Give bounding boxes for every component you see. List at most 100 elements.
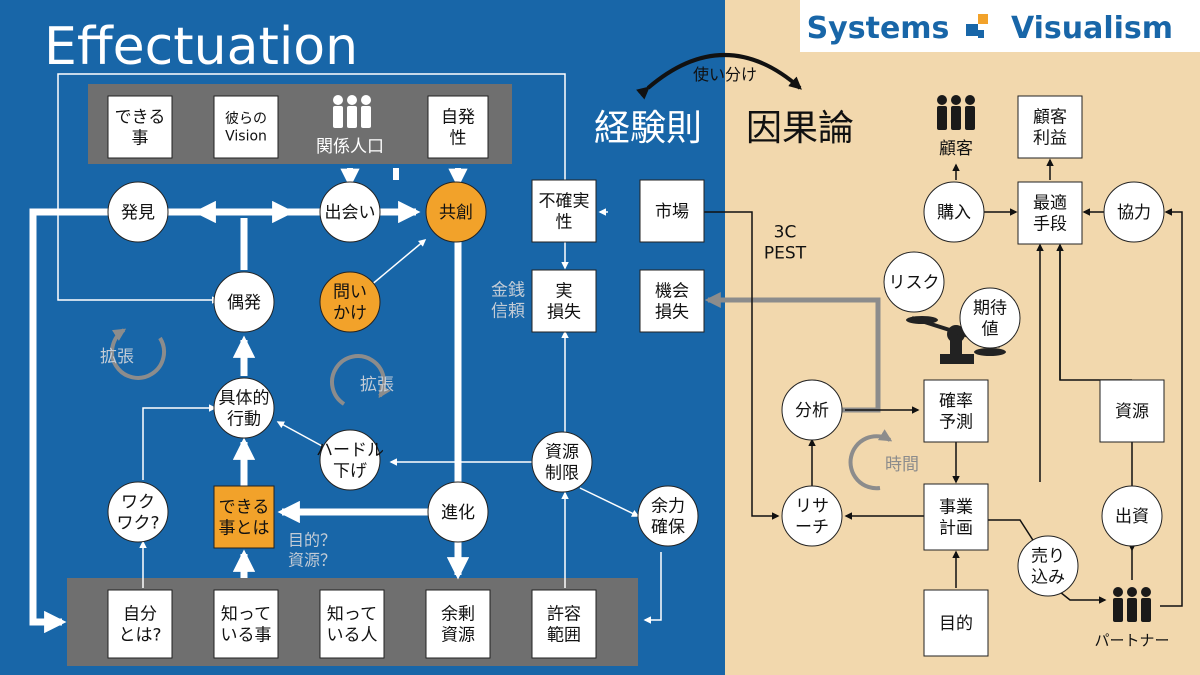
gutaiteki-node: 具体的行動: [213, 377, 275, 439]
related-population-icon: [333, 95, 371, 128]
mokuteki-box: 目的: [923, 589, 989, 657]
kokyaku-rieki-box: 顧客利益: [1017, 95, 1083, 159]
kyoryoku-node-label: 協力: [1117, 203, 1151, 223]
kyoyo-box-label: 許容範囲: [547, 604, 581, 645]
guhatsu-node: 偶発: [213, 271, 275, 333]
kikai-sonshitsu-box-label: 機会損失: [655, 281, 689, 322]
urikomi-node: 売り込み: [1017, 535, 1079, 597]
jigyo-box-label: 事業計画: [939, 497, 973, 538]
jihatsu-box-label: 自発性: [441, 107, 475, 148]
kakuritsu-box: 確率予測: [923, 379, 989, 443]
brand-logo-icon: [966, 14, 988, 38]
wakuwaku-node-label: ワクワク?: [116, 492, 159, 533]
saiteki-box: 最適手段: [1017, 181, 1083, 245]
heading-heuristics: 経験則: [594, 108, 702, 149]
use-properly-label: 使い分け: [693, 65, 757, 84]
hurdle-node: ハードル下げ: [316, 429, 384, 491]
kyoyo-box: 許容範囲: [531, 589, 597, 659]
page-title: Effectuation: [44, 17, 358, 77]
shitteiru-koto-box-label: 知っている事: [221, 604, 272, 645]
yoryoku-node-label: 余力確保: [651, 496, 685, 537]
hakken-node: 発見: [107, 181, 169, 243]
jitsu-sonshitsu-box-label: 実損失: [547, 281, 581, 322]
hakken-node-label: 発見: [121, 203, 155, 223]
yojo-box: 余剰資源: [425, 589, 491, 659]
shitteiru-hito-box-label: 知っている人: [327, 604, 378, 645]
shusshi-node-label: 出資: [1115, 507, 1149, 527]
dekiru-towa-box-label: できる事とは: [219, 497, 270, 538]
yojo-box-label: 余剰資源: [441, 604, 475, 645]
risk-node-label: リスク: [889, 273, 940, 293]
shijo-box: 市場: [639, 179, 705, 243]
deai-node: 出会い: [319, 181, 381, 243]
risk-node: リスク: [883, 251, 945, 313]
shigen-seigen-node-label: 資源制限: [545, 442, 579, 483]
use-properly-arrow: [636, 53, 802, 100]
kankei-label: 関係人口: [316, 137, 384, 157]
kokyaku-label: 顧客: [939, 139, 973, 159]
bunseki-node: 分析: [781, 379, 843, 441]
shusshi-node: 出資: [1101, 485, 1163, 547]
expand-label-center: 拡張: [360, 375, 394, 395]
kikai-sonshitsu-box: 機会損失: [639, 269, 705, 333]
gutaiteki-node-label: 具体的行動: [219, 388, 270, 429]
shijo-box-label: 市場: [655, 202, 689, 222]
thin-arrows: [57, 73, 662, 624]
toikake-node-label: 問いかけ: [333, 282, 367, 323]
kokyaku-rieki-box-label: 顧客利益: [1033, 107, 1067, 148]
shinka-node-label: 進化: [441, 503, 475, 523]
shigen-box-label: 資源: [1115, 402, 1149, 422]
dekiru-towa-box: できる事とは: [213, 485, 275, 549]
toikake-node: 問いかけ: [319, 271, 381, 333]
shigen-seigen-node: 資源制限: [531, 431, 593, 493]
customer-icon: [937, 95, 975, 130]
fukakujitsu-box-label: 不確実性: [539, 191, 590, 232]
expand-cycle-left-icon: [110, 328, 166, 380]
konyu-node-label: 購入: [937, 203, 971, 223]
shitteiru-hito-box: 知っている人: [319, 589, 385, 659]
yoryoku-node: 余力確保: [637, 485, 699, 547]
shitteiru-koto-box: 知っている事: [213, 589, 279, 659]
dekiru-box: できる事: [107, 95, 173, 159]
kyoryoku-node: 協力: [1103, 181, 1165, 243]
jigyo-box: 事業計画: [923, 483, 989, 551]
jitsu-sonshitsu-box: 実損失: [531, 269, 597, 333]
hurdle-node-label: ハードル下げ: [316, 440, 384, 481]
jibun-box-label: 自分とは?: [118, 604, 161, 645]
fukakujitsu-box: 不確実性: [531, 179, 597, 243]
partner-label: パートナー: [1094, 631, 1169, 649]
jihatsu-box: 自発性: [427, 95, 489, 159]
mokuteki-box-label: 目的: [939, 614, 973, 634]
purpose-note-label: 目的？資源？: [288, 531, 336, 570]
jibun-box: 自分とは?: [107, 589, 173, 659]
urikomi-node-label: 売り込み: [1031, 546, 1065, 587]
thick-arrows: [29, 168, 470, 634]
partner-icon: [1113, 587, 1151, 622]
brand-left-text: Systems: [807, 11, 950, 46]
guhatsu-node-label: 偶発: [227, 293, 261, 313]
konyu-node: 購入: [923, 181, 985, 243]
research-node-label: リサーチ: [795, 496, 829, 537]
kitaichi-node: 期待値: [959, 287, 1021, 349]
research-node: リサーチ: [781, 485, 843, 547]
expand-label-left: 拡張: [100, 347, 134, 367]
brand-banner: [800, 0, 1200, 52]
causation-arrows: [702, 158, 1183, 607]
kyoso-node-label: 共創: [439, 203, 473, 223]
time-cycle-icon: [848, 429, 893, 491]
kitaichi-node-label: 期待値: [973, 298, 1007, 339]
kinsen-label: 金銭信頼: [491, 280, 525, 321]
shinka-node: 進化: [427, 481, 489, 543]
wakuwaku-node: ワクワク?: [107, 481, 169, 543]
kakuritsu-box-label: 確率予測: [939, 391, 973, 432]
shigen-box: 資源: [1099, 379, 1165, 443]
time-label: 時間: [885, 455, 919, 475]
expand-cycle-center-icon: [330, 354, 391, 406]
saiteki-box-label: 最適手段: [1033, 193, 1067, 234]
bunseki-node-label: 分析: [795, 401, 829, 421]
